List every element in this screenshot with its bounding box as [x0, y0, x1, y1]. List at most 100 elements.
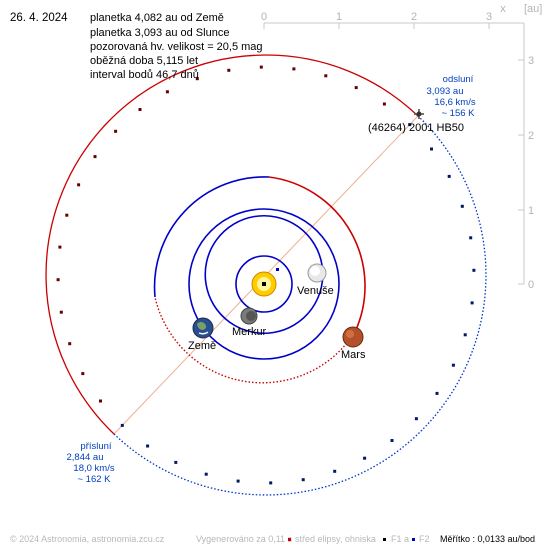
orbit-point-marker: [59, 310, 63, 314]
copyright-link[interactable]: © 2024 Astronomia, astronomia.zcu.cz: [10, 534, 165, 544]
orbit-point-marker: [363, 456, 367, 460]
orbit-point-marker: [120, 423, 124, 427]
orbit-point-marker: [236, 479, 240, 483]
orbit-point-marker: [354, 86, 358, 90]
header-info: 26. 4. 2024 planetka 4,082 au od Země pl…: [10, 12, 263, 81]
scale-label: Měřítko : 0,0133 au/bod: [440, 534, 535, 544]
focus-f1-marker: [262, 282, 266, 286]
orbit-point-marker: [68, 342, 72, 346]
mercury: [240, 307, 258, 325]
orbit-point-marker: [77, 183, 81, 187]
orbit-point-marker: [146, 444, 150, 448]
x-tick-label: 1: [336, 11, 342, 23]
legend-center: střed elipsy, ohniska: [295, 534, 376, 544]
orbit-point-marker: [81, 372, 85, 376]
earth-land: [197, 322, 207, 330]
orbit-point-marker: [430, 147, 433, 151]
x-tick-label: 3: [486, 11, 492, 23]
aphelion-speed: 16,6 km/s: [434, 97, 475, 108]
mars-orbit-blue: [153, 176, 270, 298]
info-line: planetka 3,093 au od Slunce: [90, 27, 229, 39]
venus-orbit-below: [205, 264, 324, 335]
f1-legend-marker: [383, 538, 386, 541]
x-axis-label: x: [500, 3, 506, 15]
aphelion-annotation: odsluní 3,093 au 16,6 km/s ~ 156 K: [427, 74, 476, 119]
orbit-point-marker: [414, 417, 418, 421]
info-line: pozorovaná hv. velikost = 20,5 mag: [90, 41, 263, 53]
venus-orbit: [204, 214, 323, 285]
orbit-point-marker: [447, 174, 451, 178]
x-tick-label: 2: [411, 11, 417, 23]
mars-highlight: [346, 330, 354, 338]
earth-label: Země: [188, 340, 216, 352]
orbit-point-marker: [301, 478, 305, 482]
orbit-point-marker: [435, 391, 439, 395]
orbit-point-marker: [292, 67, 296, 71]
orbit-point-marker: [65, 213, 69, 217]
perihelion-speed: 18,0 km/s: [73, 463, 114, 474]
y-tick-label: 3: [528, 55, 534, 67]
orbit-point-marker: [259, 65, 263, 69]
perihelion-annotation: přísluní 2,844 au 18,0 km/s ~ 162 K: [67, 441, 115, 485]
unit-label: [au]: [524, 3, 542, 15]
asteroid-name: (46264) 2001 HB50: [368, 122, 464, 134]
mars-orbit-red: [268, 176, 366, 333]
mercury-shade: [246, 311, 256, 321]
orbit-point-marker: [382, 102, 386, 106]
axis-labels: 0 1 2 3 x [au] 3 2 1 0: [261, 3, 542, 291]
mars-orbit-below: [154, 296, 356, 384]
orbit-point-marker: [174, 460, 178, 464]
sun: [251, 271, 277, 297]
orbit-interval-markers: [56, 65, 476, 485]
orbit-point-marker: [390, 439, 394, 442]
orbit-point-marker: [56, 278, 60, 282]
orbit-point-marker: [195, 77, 199, 81]
axes: [263, 22, 525, 285]
x-tick-label: 0: [261, 11, 267, 23]
asteroid-orbit-below-ecliptic: [113, 115, 487, 496]
asteroid-marker: [414, 109, 424, 119]
orbit-point-marker: [408, 123, 412, 127]
orbit-point-marker: [114, 129, 118, 133]
y-tick-label: 2: [528, 130, 534, 142]
orbit-point-marker: [463, 333, 467, 337]
orbit-point-marker: [138, 108, 142, 111]
y-tick-label: 1: [528, 205, 534, 217]
orbit-point-marker: [460, 204, 464, 208]
ellipse-center-marker: [276, 268, 279, 271]
asteroid-orbit-above-ecliptic: [45, 54, 419, 435]
orbit-point-marker: [99, 399, 102, 403]
aphelion-distance: 3,093 au: [427, 86, 464, 97]
info-line: interval bodů 46,7 dnů: [90, 69, 199, 81]
asteroid-dot: [416, 111, 422, 117]
info-line: oběžná doba 5,115 let: [90, 55, 198, 67]
generation-time: Vygenerováno za 0,11 s: [196, 534, 293, 544]
venus-highlight: [310, 266, 320, 276]
orbit-point-marker: [470, 301, 474, 305]
earth-clouds: [198, 331, 209, 335]
orbit-point-marker: [93, 155, 97, 159]
orbit-point-marker: [204, 472, 208, 476]
orbit-point-marker: [451, 363, 455, 367]
aphelion-title: odsluní: [443, 74, 474, 85]
aphelion-temperature: ~ 156 K: [441, 108, 475, 119]
mars: [342, 326, 364, 348]
mercury-orbit: [235, 255, 293, 313]
f2-legend-marker: [412, 538, 415, 541]
planet-labels: Venuše Merkur Země Mars: [188, 285, 366, 361]
mars-body: [342, 326, 364, 348]
orbit-point-marker: [165, 90, 169, 94]
venus: [307, 263, 327, 283]
info-line: planetka 4,082 au od Země: [90, 12, 224, 24]
center-legend-marker: [288, 538, 291, 541]
legend-f1: F1 a: [391, 534, 409, 544]
y-tick-label: 0: [528, 279, 534, 291]
perihelion-distance: 2,844 au: [67, 452, 104, 463]
orbit-point-marker: [469, 236, 473, 240]
perihelion-title: přísluní: [80, 441, 112, 452]
orbit-point-marker: [472, 268, 476, 272]
mars-label: Mars: [341, 349, 366, 361]
orbit-point-marker: [58, 245, 62, 249]
